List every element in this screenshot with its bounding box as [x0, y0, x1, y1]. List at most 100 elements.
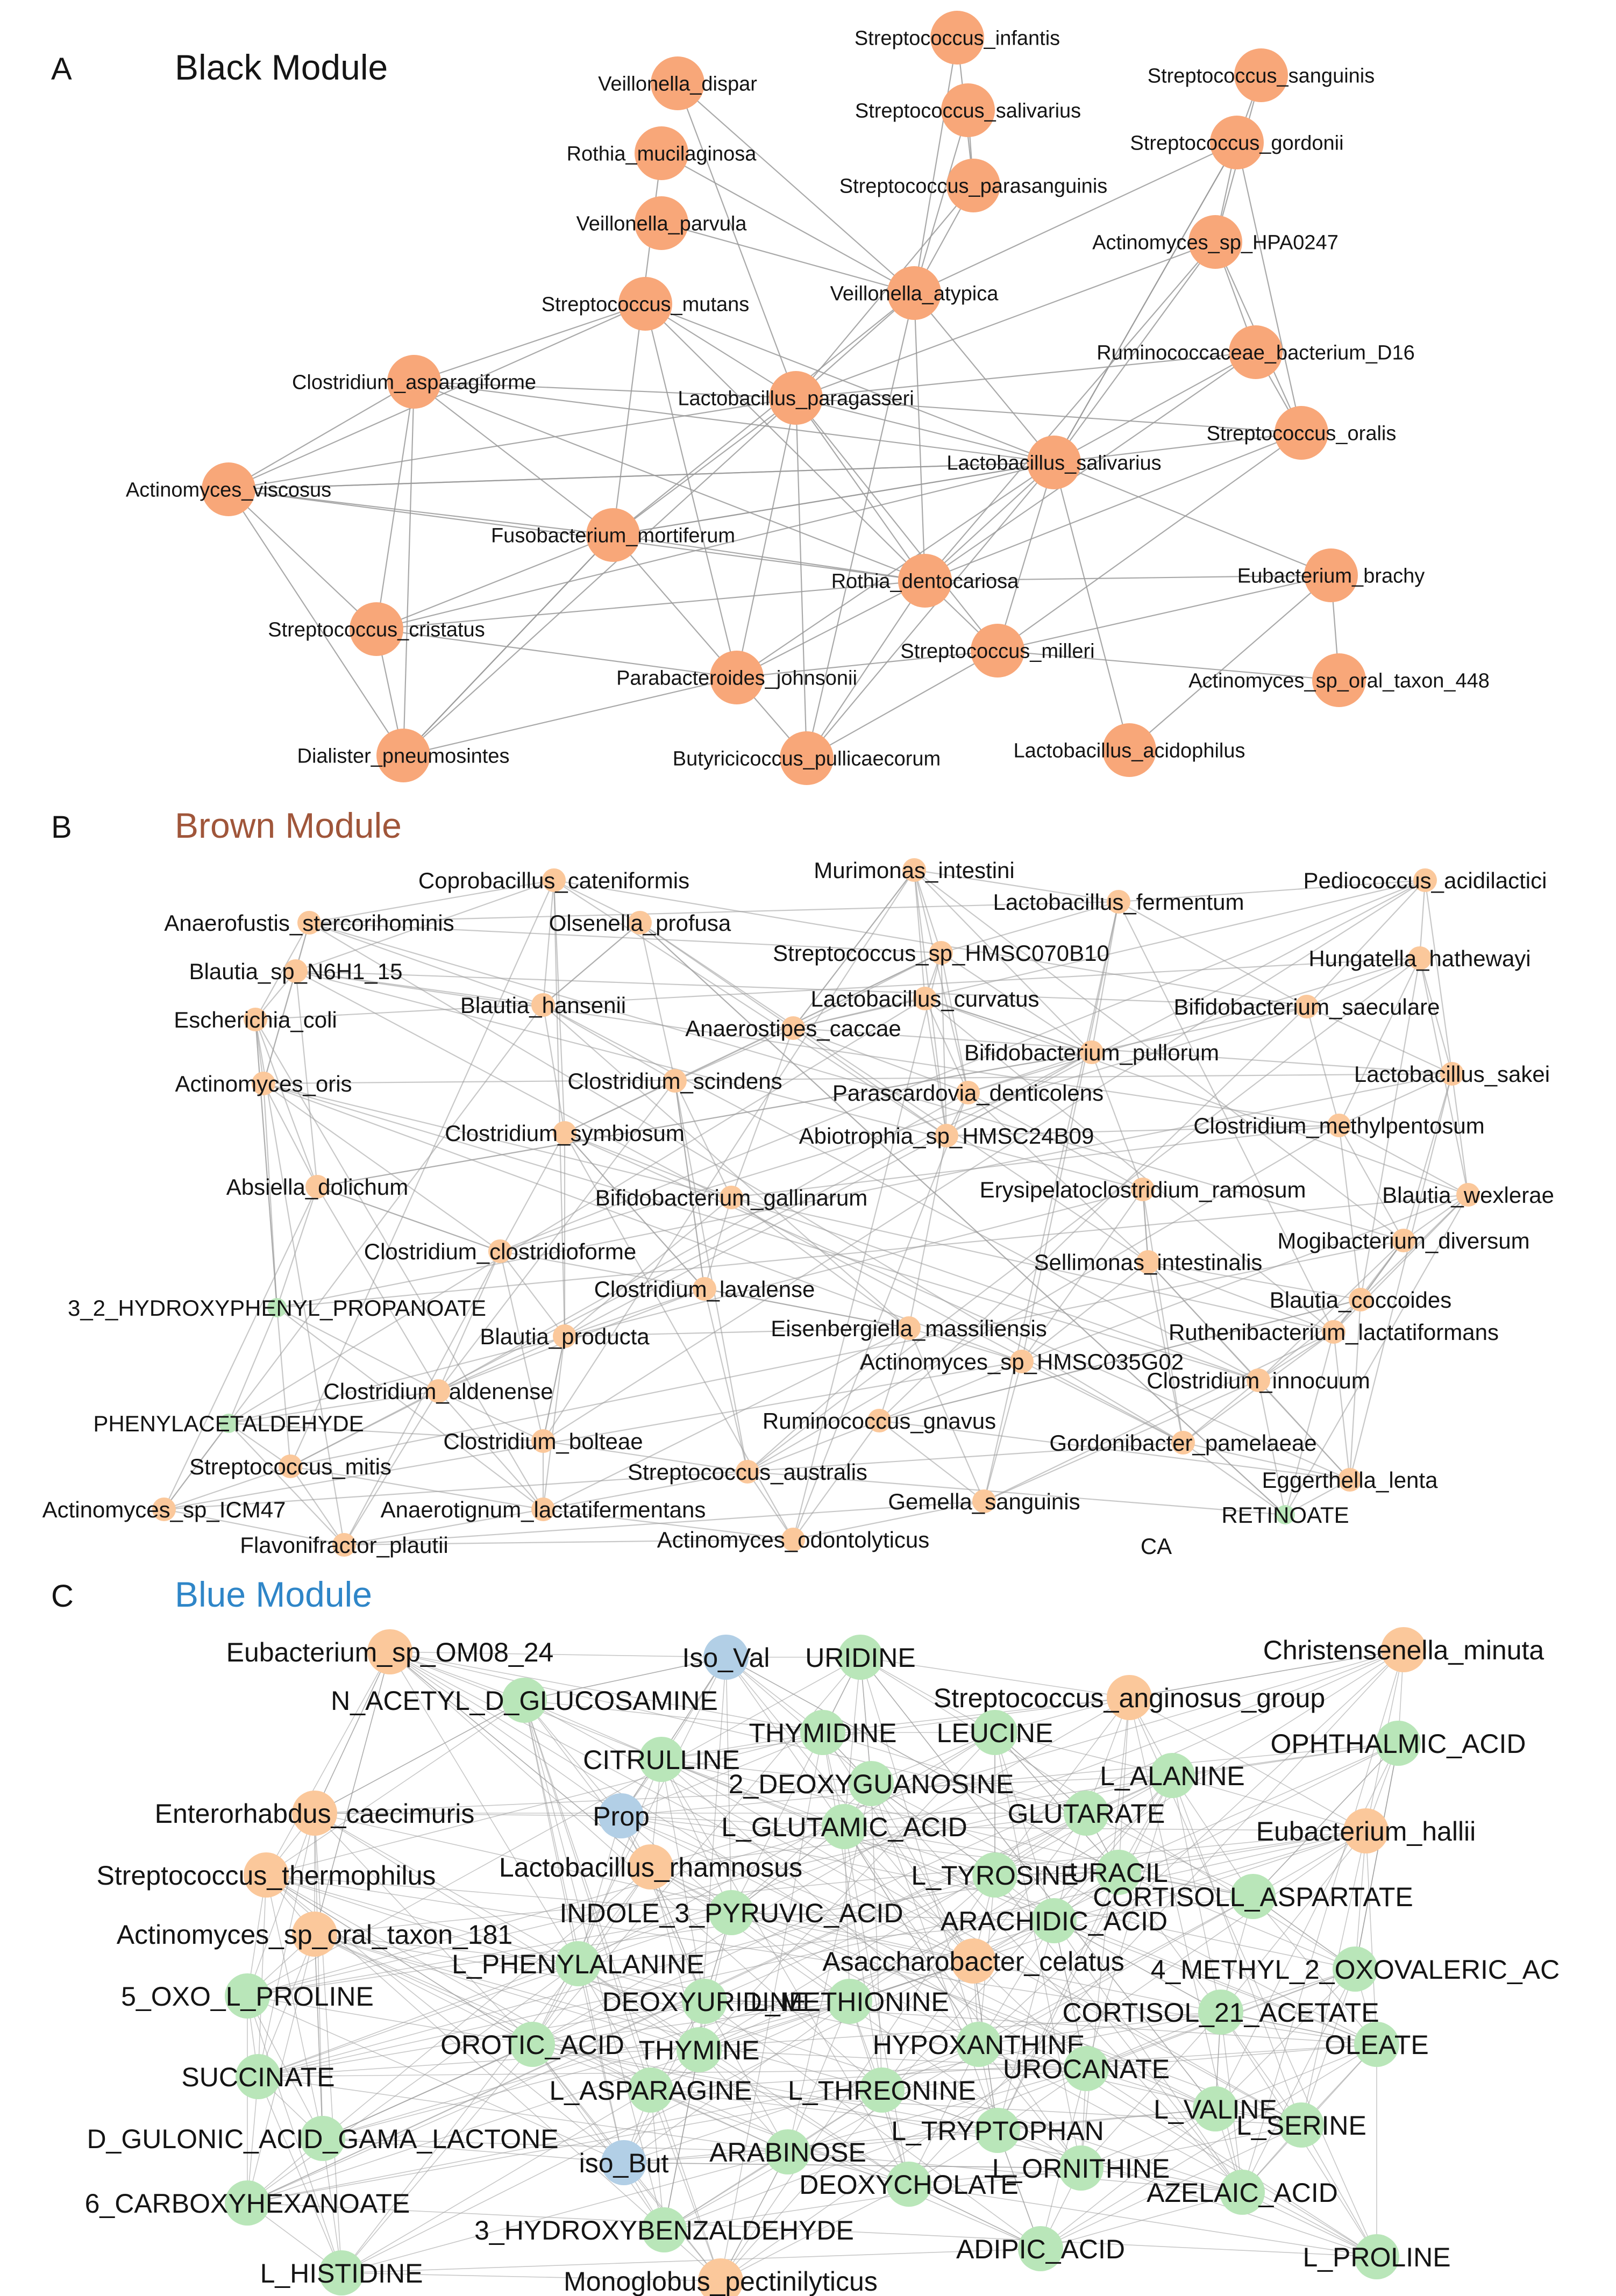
- node-label: CORTISOLL_ASPARTATE: [1093, 1882, 1413, 1912]
- node-label: Flavonifractor_plautii: [240, 1532, 449, 1558]
- network-edge: [994, 1732, 1119, 1873]
- node-circle: [1354, 2234, 1399, 2279]
- network-edge: [309, 879, 554, 924]
- network-edge: [1053, 461, 1332, 576]
- node-circle: [698, 2258, 743, 2296]
- network-edge: [871, 1783, 1243, 2193]
- node-label: Streptococcus_gordonii: [1130, 132, 1343, 155]
- network-edge: [793, 952, 942, 1029]
- network-edge: [1172, 1775, 1366, 1831]
- node-label: Murimonas_intestini: [814, 858, 1015, 883]
- node-label: Prop: [593, 1801, 650, 1831]
- network-node: Lactobacillus_salivarius: [946, 436, 1162, 489]
- network-edge: [997, 2130, 1377, 2257]
- network-node: Clostridium_lavalense: [594, 1277, 815, 1302]
- network-edge: [1118, 879, 1426, 903]
- node-circle: [628, 1844, 673, 1889]
- network-edge: [913, 37, 958, 294]
- network-node: Lactobacillus_paragasseri: [678, 371, 914, 425]
- network-edge: [389, 1651, 823, 1733]
- node-circle: [867, 1409, 891, 1432]
- network-edge: [247, 1912, 732, 1996]
- network-edge: [994, 1697, 1130, 1733]
- node-circle: [956, 1081, 980, 1104]
- network-node: OPHTHALMIC_ACID: [1270, 1721, 1526, 1766]
- network-edge: [639, 922, 1286, 1515]
- network-edge: [1053, 352, 1256, 463]
- network-edge: [871, 1783, 995, 1876]
- network-node: Mogibacterium_diversum: [1277, 1228, 1529, 1253]
- network-edge: [263, 1082, 1022, 1363]
- network-edge: [228, 488, 614, 536]
- network-edge: [661, 1759, 909, 2185]
- network-node: Actinomyces_sp_HMSC035G02: [860, 1349, 1184, 1374]
- network-edge: [1053, 1920, 1377, 2045]
- node-label: Streptococcus_oralis: [1207, 423, 1397, 445]
- network-edge: [1252, 1743, 1399, 1897]
- network-edge: [247, 1657, 861, 1996]
- network-edge: [247, 1995, 624, 2163]
- network-edge: [967, 1092, 1143, 1190]
- network-edge: [564, 952, 942, 1133]
- node-circle: [720, 1186, 743, 1209]
- network-node: 4_METHYL_2_OXOVALERIC_AC: [1151, 1946, 1560, 1992]
- network-edge: [997, 574, 1332, 652]
- network-edge: [564, 1132, 1350, 1481]
- network-edge: [661, 1759, 979, 2045]
- node-label: 4_METHYL_2_OXOVALERIC_AC: [1151, 1955, 1560, 1985]
- node-circle: [1198, 1990, 1243, 2035]
- node-circle: [781, 1528, 805, 1551]
- node-circle: [1230, 1874, 1276, 1919]
- network-edge: [1349, 1073, 1453, 1480]
- network-edge: [1080, 2167, 1243, 2193]
- node-label: Bifidobacterium_gallinarum: [595, 1185, 868, 1210]
- network-edge: [1183, 1442, 1286, 1515]
- network-edge: [736, 650, 998, 679]
- network-edge: [1424, 880, 1453, 1074]
- network-edge: [266, 1874, 579, 1964]
- node-circle: [639, 1737, 684, 1782]
- node-circle: [1107, 890, 1130, 914]
- network-edge: [524, 1700, 624, 2163]
- network-node: Streptococcus_gordonii: [1130, 116, 1344, 169]
- network-edge: [822, 1732, 1087, 1814]
- node-label: Actinomyces_sp_oral_taxon_448: [1188, 670, 1490, 693]
- network-edge: [996, 462, 1055, 651]
- node-circle: [703, 1635, 749, 1680]
- network-edge: [978, 1920, 1055, 2045]
- network-edge: [438, 1335, 565, 1392]
- network-edge: [1360, 1240, 1404, 1300]
- network-edge: [309, 901, 1119, 924]
- node-label: Pediococcus_acidilactici: [1304, 868, 1547, 893]
- network-edge: [403, 676, 737, 757]
- network-edge: [795, 351, 1256, 399]
- network-edge: [914, 869, 1119, 903]
- network-edge: [1091, 1052, 1144, 1190]
- network-edge: [1021, 1361, 1184, 1443]
- network-edge: [1183, 1442, 1350, 1481]
- node-circle: [1354, 2022, 1399, 2067]
- network-edge: [731, 1912, 1377, 2045]
- network-edge: [314, 1830, 1366, 1935]
- node-label: L_TRYPTOPHAN: [891, 2116, 1104, 2146]
- network-edge: [997, 1775, 1173, 2131]
- network-node: Veillonella_parvula: [576, 196, 747, 250]
- network-edge: [295, 970, 1307, 1008]
- network-edge: [258, 1813, 315, 2077]
- network-edge: [314, 1813, 909, 2185]
- network-edge: [266, 1874, 651, 2091]
- node-label: Clostridium_lavalense: [594, 1277, 815, 1302]
- node-label: Clostridium_methylpentosum: [1193, 1113, 1485, 1138]
- node-circle: [897, 1316, 921, 1340]
- network-edge: [532, 1697, 1130, 2045]
- network-edge: [914, 142, 1237, 294]
- node-label: Clostridium_innocuum: [1147, 1368, 1370, 1393]
- network-node: L_TRYPTOPHAN: [891, 2108, 1104, 2153]
- network-edge: [1339, 1125, 1404, 1241]
- node-circle: [244, 1852, 289, 1898]
- network-edge: [543, 880, 1426, 1442]
- node-label: Streptococcus_anginosus_group: [934, 1683, 1325, 1713]
- network-node: Streptococcus_milleri: [900, 624, 1095, 678]
- node-circle: [1171, 1431, 1195, 1454]
- node-label: CA: [1141, 1534, 1172, 1559]
